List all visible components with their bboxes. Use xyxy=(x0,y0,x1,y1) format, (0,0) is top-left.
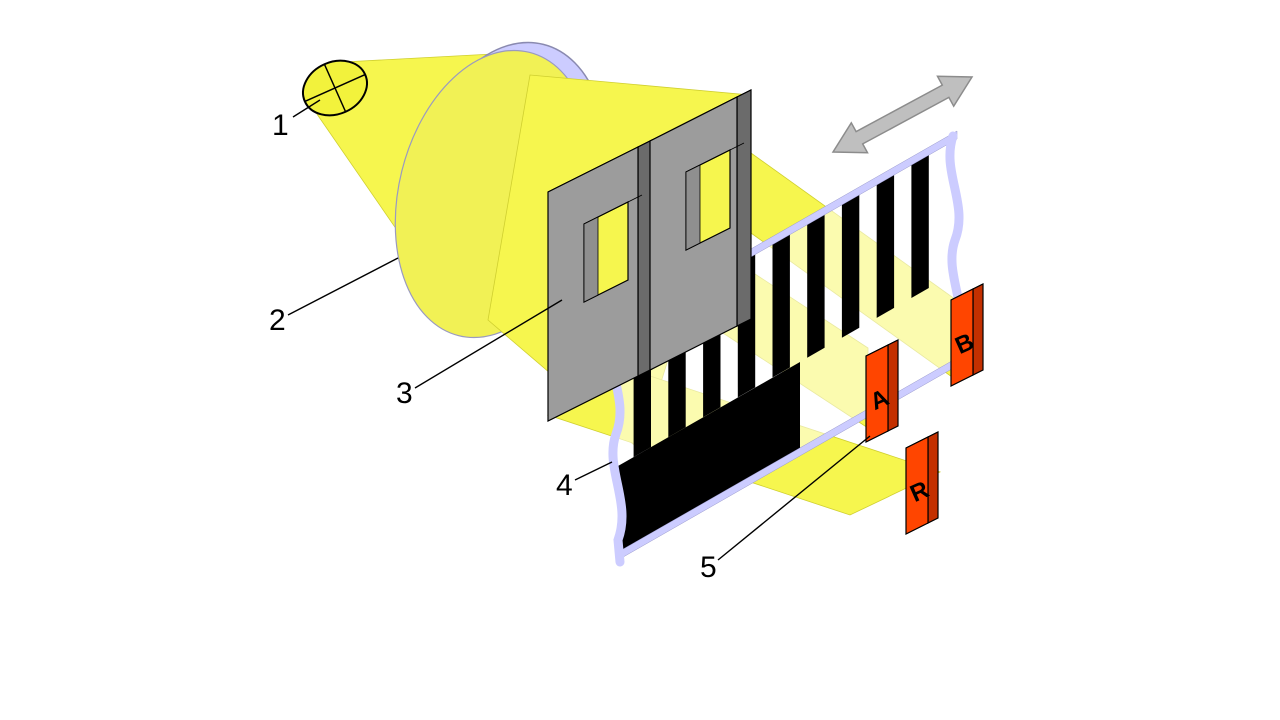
strip-stripe xyxy=(911,153,929,298)
aperture-right-side-wall xyxy=(685,164,701,251)
mask-aperture-right xyxy=(685,142,745,251)
detector-b-side xyxy=(972,283,984,376)
lamp-icon xyxy=(302,59,368,117)
leader-line-1 xyxy=(292,99,321,118)
leader-line-2 xyxy=(287,257,399,316)
motion-arrow-icon xyxy=(831,75,974,154)
detector-r-front xyxy=(905,436,929,535)
mask-aperture-left xyxy=(583,194,643,303)
callout-5: 5 xyxy=(700,551,717,584)
strip-stripe xyxy=(807,212,825,358)
lamp-cross-v xyxy=(323,63,347,113)
leader-lines xyxy=(287,99,871,561)
detector-r-side xyxy=(927,431,939,524)
strip-black-region xyxy=(618,362,800,556)
detector-a-side xyxy=(887,339,899,432)
callout-3: 3 xyxy=(396,377,413,410)
mask-right-side-face xyxy=(736,89,752,327)
leader-line-5 xyxy=(717,435,871,561)
detector-a-front xyxy=(865,344,889,443)
aperture-mask xyxy=(547,89,752,422)
callout-4: 4 xyxy=(556,469,573,502)
strip-stripe xyxy=(876,172,895,318)
leader-line-3 xyxy=(414,299,563,389)
leader-line-4 xyxy=(574,461,613,481)
detector-r: R xyxy=(905,431,939,535)
detector-b-front xyxy=(950,288,974,387)
callouts: 1 2 3 4 5 xyxy=(269,109,717,584)
strip-stripe xyxy=(841,192,860,338)
callout-1: 1 xyxy=(272,109,289,142)
detector-b: B xyxy=(950,283,984,387)
callout-2: 2 xyxy=(269,304,286,337)
aperture-left-side-wall xyxy=(583,216,599,303)
strip-stripe xyxy=(772,232,790,378)
detector-a: A xyxy=(865,339,899,443)
